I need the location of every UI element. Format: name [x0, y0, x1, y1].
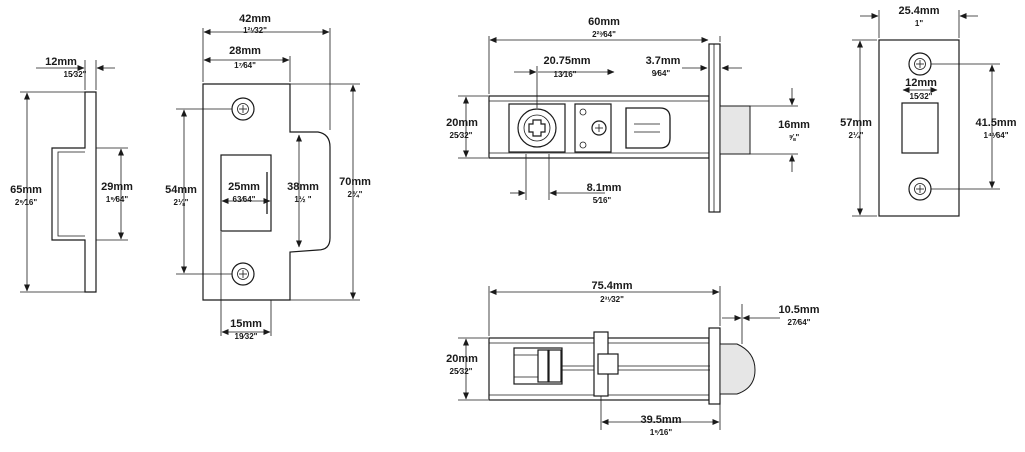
keep-recess-inner [57, 151, 85, 237]
latch-faceplate [708, 43, 721, 213]
latch-rivet-2 [579, 141, 587, 149]
latch-top-overall-in: 2³¹⁄32" [600, 295, 624, 304]
keep-recess-in: 1⁹⁄64" [106, 195, 128, 204]
latch-faceplate-mm: 3.7mm [646, 55, 681, 67]
strike-lip-in: 1½ " [294, 195, 311, 204]
latch-top-proj-mm: 10.5mm [779, 304, 820, 316]
strike-plate-width-mm: 28mm [229, 45, 261, 57]
latch-top-backset-in: 1⁹⁄16" [650, 428, 672, 437]
forend-screw-bottom [908, 177, 932, 201]
keep-outline [51, 91, 97, 293]
latch-faceplate-in: 9⁄64" [652, 69, 671, 78]
screw-hole-top [231, 97, 255, 121]
latch-body-height-in: 25⁄32" [450, 131, 473, 140]
strike-slot-mm: 25mm [228, 181, 260, 193]
latch-slot-inner [634, 123, 660, 133]
strike-slot [220, 154, 272, 232]
strike-slot-in: 63⁄64" [233, 195, 256, 204]
forend-height-in: 2¼" [849, 131, 864, 140]
strike-bottom-in: 19⁄32" [235, 332, 258, 341]
latch-top-backset-mm: 39.5mm [641, 414, 682, 426]
keep-height-mm: 65mm [10, 184, 42, 196]
forend-view: 25.4mm 1" 12mm 15⁄32" 57mm 2¼" 41.5mm 1⁴… [840, 5, 1017, 217]
latch-spindle-mm: 20.75mm [543, 55, 590, 67]
latch-sq-in: 5⁄16" [593, 196, 612, 205]
spindle-square-icon [528, 119, 546, 137]
keep-recess-mm: 29mm [101, 181, 133, 193]
latch-top-hub-block [537, 349, 549, 383]
latch-spindle-in: 13⁄16" [554, 70, 577, 79]
latch-sq-mm: 8.1mm [587, 182, 622, 194]
keep-width-in: 15⁄32" [64, 70, 87, 79]
latch-top-height-mm: 20mm [446, 353, 478, 365]
strike-total-width-in: 1²¹⁄32" [243, 26, 267, 35]
latch-overall-in: 2²³⁄64" [592, 30, 616, 39]
latch-top-view: 75.4mm 2³¹⁄32" 10.5mm 27⁄64" 20mm 25⁄32"… [446, 280, 820, 437]
latch-top-hub-tab [548, 349, 562, 383]
forend-height-mm: 57mm [840, 117, 872, 129]
forend-hole-spacing-mm: 41.5mm [976, 117, 1017, 129]
latch-bolt-mm: 16mm [778, 119, 810, 131]
strike-total-width-mm: 42mm [239, 13, 271, 25]
latch-rivet-1 [579, 108, 587, 116]
latch-slot [625, 107, 671, 149]
latch-top-bolt [719, 343, 756, 395]
forend-hole-spacing-in: 1⁴¹⁄64" [983, 131, 1008, 140]
forend-slot-mm: 12mm [905, 77, 937, 89]
strike-hole-spacing-mm: 54mm [165, 184, 197, 196]
keep-side-view: 12mm 15⁄32" 65mm 2⁹⁄16" 29mm 1⁹⁄64" [10, 56, 133, 293]
forend-slot-in: 15⁄32" [910, 92, 933, 101]
latch-bolt-in: ⅝" [789, 133, 800, 142]
latch-follower-inner [523, 114, 551, 142]
forend-width-mm: 25.4mm [899, 5, 940, 17]
strike-lip-mm: 38mm [287, 181, 319, 193]
latch-body-height-mm: 20mm [446, 117, 478, 129]
latch-top-proj-in: 27⁄64" [788, 318, 811, 327]
strike-bottom-mm: 15mm [230, 318, 262, 330]
latch-top-height-in: 25⁄32" [450, 367, 473, 376]
latch-bolt [719, 105, 751, 155]
strike-plate-view: 42mm 1²¹⁄32" 28mm 1⁷⁄64" 54mm 2⅛" 25mm 6… [165, 13, 371, 341]
strike-plate-width-in: 1⁷⁄64" [234, 61, 256, 70]
keep-width-mm: 12mm [45, 56, 77, 68]
strike-height-in: 2¾" [348, 190, 363, 199]
strike-hole-spacing-in: 2⅛" [174, 198, 189, 207]
latch-top-collar-slot [597, 353, 619, 375]
latch-top-faceplate [708, 327, 721, 405]
latch-top-overall-mm: 75.4mm [592, 280, 633, 292]
keep-height-in: 2⁹⁄16" [15, 198, 37, 207]
strike-height-mm: 70mm [339, 176, 371, 188]
forend-width-in: 1" [915, 19, 923, 28]
screw-hole-bottom [231, 262, 255, 286]
latch-overall-mm: 60mm [588, 16, 620, 28]
latch-side-view: 60mm 2²³⁄64" 20.75mm 13⁄16" 3.7mm 9⁄64" … [446, 16, 810, 213]
forend-slot [901, 102, 939, 154]
forend-screw-top [908, 52, 932, 76]
